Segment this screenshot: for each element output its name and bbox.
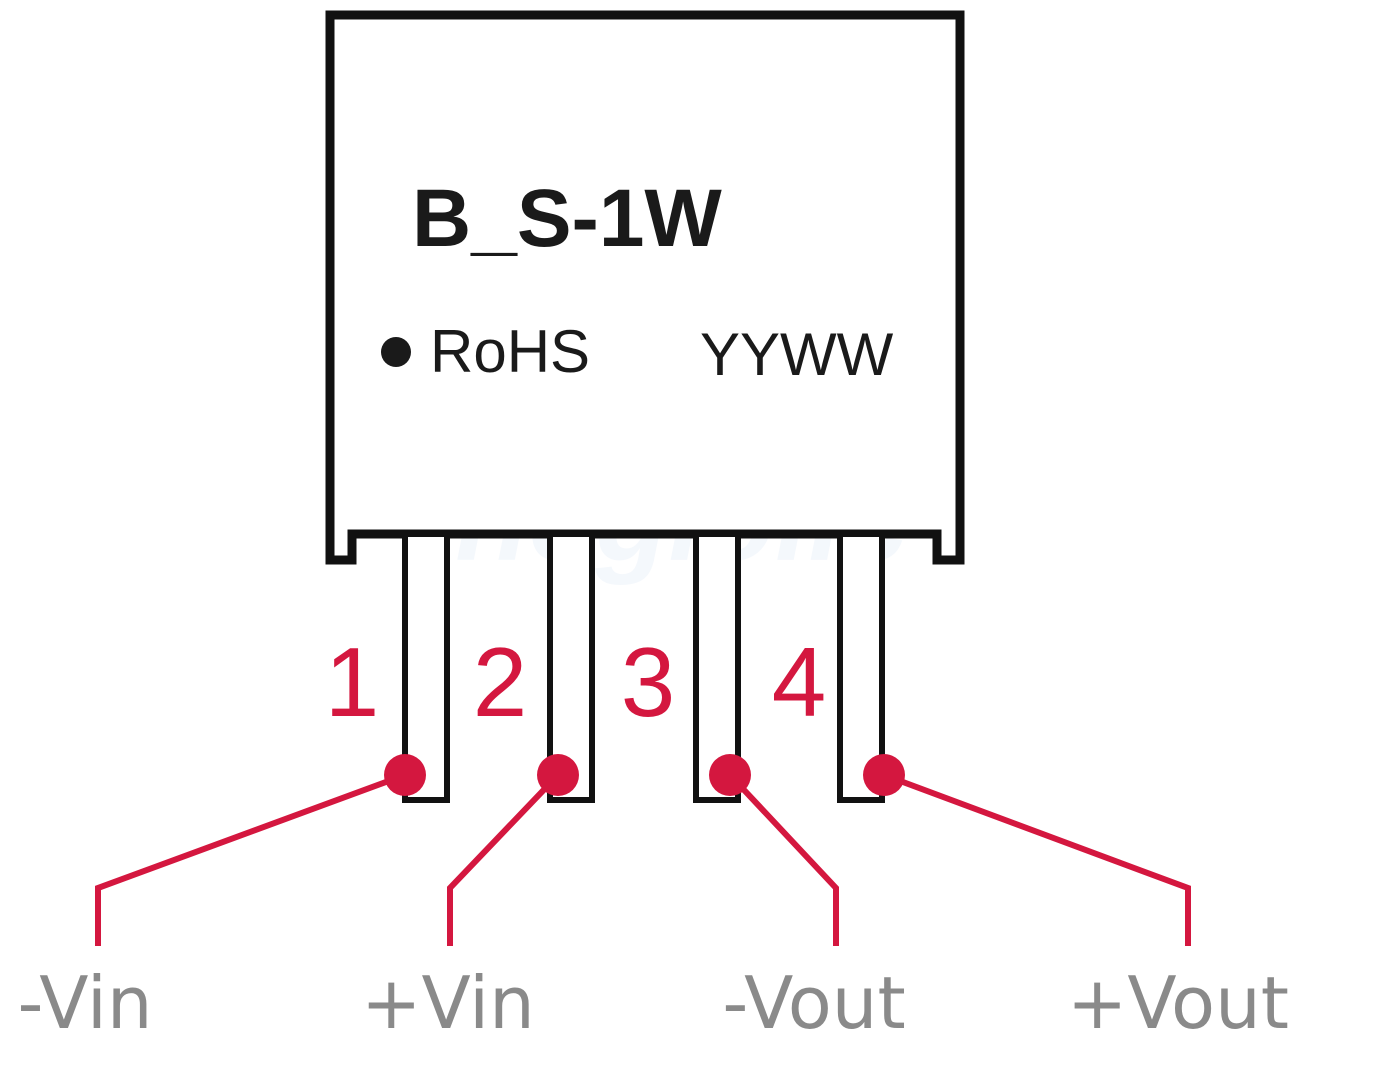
pin-number-3: 3 <box>621 627 676 737</box>
leader-line-4 <box>882 772 1191 946</box>
pin-dot-3 <box>709 754 751 796</box>
module-body <box>325 10 965 565</box>
date-code: YYWW <box>700 321 894 388</box>
signal-label-2: +Vin <box>361 961 535 1045</box>
pin-dot-1 <box>384 754 426 796</box>
leader-line-3 <box>727 772 839 946</box>
pin-number-2: 2 <box>473 627 528 737</box>
pin-number-4: 4 <box>772 627 827 737</box>
leader-line-1 <box>95 772 407 946</box>
signal-label-4: +Vout <box>1067 961 1289 1045</box>
pin-lead-4 <box>837 531 885 803</box>
leader-line-2 <box>447 772 561 946</box>
signal-label-3: -Vout <box>722 961 905 1045</box>
signal-label-1: -Vin <box>17 961 152 1045</box>
part-number: B_S-1W <box>412 173 722 264</box>
pin-number-1: 1 <box>325 627 380 737</box>
rohs-dot-icon <box>381 337 411 367</box>
pin-dot-4 <box>863 754 905 796</box>
pin-dot-2 <box>537 754 579 796</box>
rohs-label: RoHS <box>430 318 590 385</box>
